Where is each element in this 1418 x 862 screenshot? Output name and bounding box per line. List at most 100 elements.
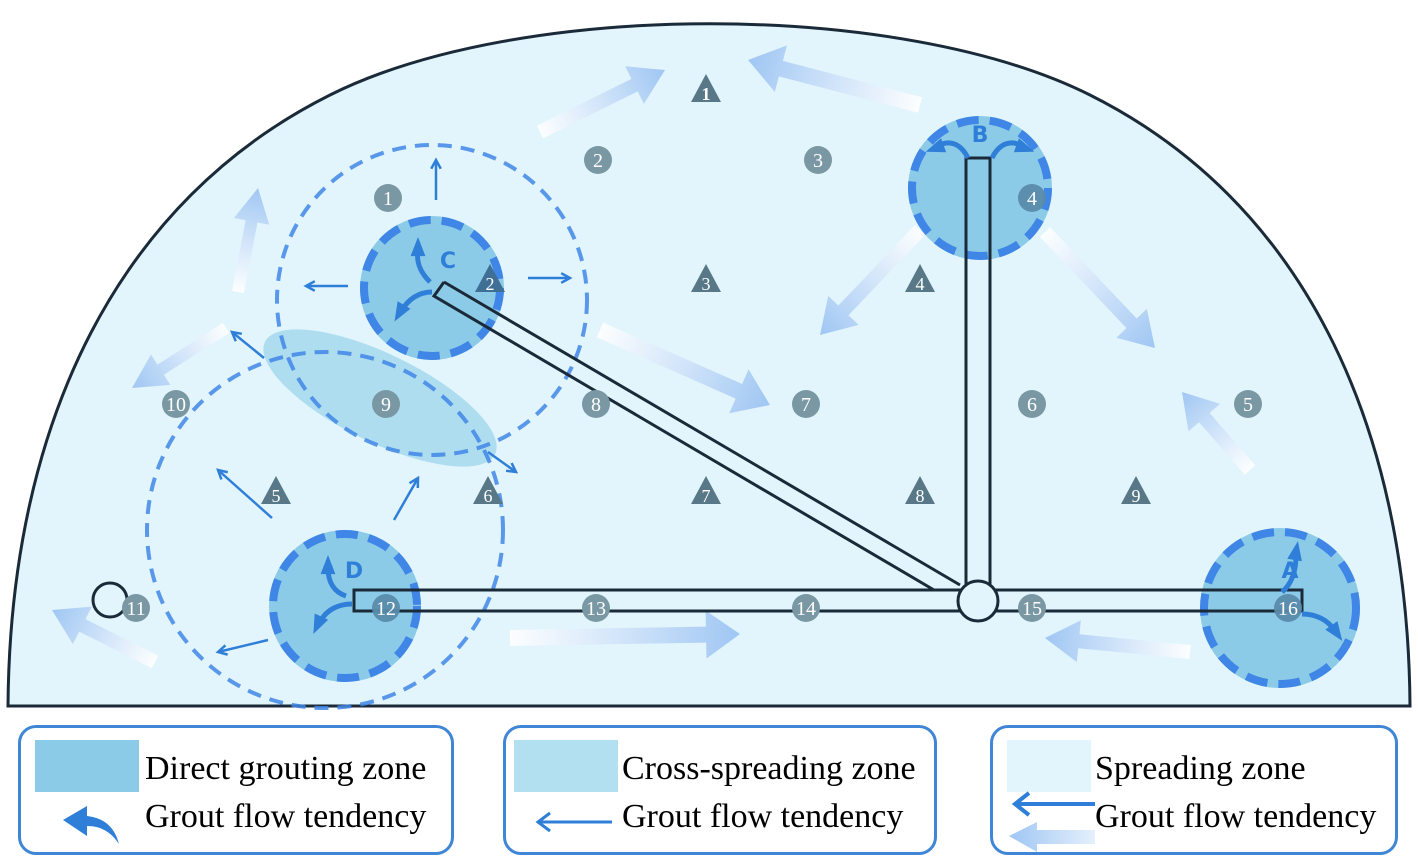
monitoring-point-circle: 8 [582,390,610,418]
thin-arrow-d-left [217,638,269,654]
curved-arrow-icon [63,806,119,844]
monitoring-point-circle: 3 [804,146,832,174]
flow-arrowhead [394,301,411,322]
legend-spreading-zone: Spreading zone Grout flow tendency [990,725,1398,855]
circle-marker [804,146,832,174]
triangle-marker-label: 9 [1132,486,1141,506]
soft-arrow-shape [1182,392,1256,475]
spreading-zone-label: Spreading zone [1095,750,1306,787]
soft-arrow-shape [1045,620,1191,663]
monitoring-point-triangle: 5 [261,476,291,506]
soft-arrow-shape [509,610,741,659]
legend-cross-zone: Cross-spreading zone Grout flow tendency [503,725,937,855]
monitoring-point-circle: 5 [1234,390,1262,418]
soft-arrow-shape [232,187,270,294]
influence-circle-d [145,350,505,710]
circle-marker-label: 15 [1022,598,1042,620]
circle-marker [1018,594,1046,622]
thin-arrow-icon [535,811,612,833]
legend-direct-zone: Direct grouting zone Grout flow tendency [18,725,454,855]
monitoring-point-triangle: 8 [905,476,935,506]
triangle-marker-label: 7 [702,486,711,506]
triangle-marker [905,264,935,292]
soft-arrow-shape [748,45,923,113]
circle-marker-label: 9 [381,394,391,416]
soft-arrow-to-7 [596,322,770,414]
triangle-marker-label: 8 [916,486,925,506]
triangle-marker [261,476,291,504]
double-arrow-icon [1009,791,1095,852]
circle-marker [374,184,402,212]
circle-marker-label: 7 [801,394,811,416]
flow-arrowhead [410,237,426,257]
circle-marker [584,146,612,174]
influence-circle-c [275,143,589,457]
triangle-marker [475,264,505,292]
direct-zone-label: Direct grouting zone [145,750,427,787]
thin-arrow-c-up-head [430,157,442,170]
triangle-marker [1121,476,1151,504]
monitoring-point-circle: 11 [122,594,150,622]
monitoring-point-circle: 6 [1018,390,1046,418]
circle-marker-label: 1 [383,188,393,210]
soft-arrow-left-up [232,187,270,294]
flow-arrowhead [313,613,329,634]
monitoring-point-circle: 13 [582,594,610,622]
pipe-junction [956,579,1000,623]
flow-arrowhead [1013,138,1035,153]
soft-arrow-b-down-right [1039,227,1155,348]
soft-arrow-shape [51,606,159,669]
soft-arrow-left-down [131,322,230,389]
circle-marker-label: 3 [813,150,823,172]
thin-arrow-d-upright-head [408,475,420,489]
monitoring-point-triangle: 4 [905,264,935,294]
triangle-marker-label: 6 [484,486,493,506]
circle-marker-label: 2 [593,150,603,172]
circle-marker [1274,594,1302,622]
cross-zone-label: Cross-spreading zone [622,750,916,787]
hole-label-c: C [440,249,456,274]
dashed-boundary-b [908,116,1052,260]
monitoring-point-circle: 12 [372,594,400,622]
hole-label-d: D [345,559,363,584]
dashed-boundary-a [1200,528,1360,688]
monitoring-point-triangle: 2 [475,264,505,294]
monitoring-point-circle: 1 [374,184,402,212]
circle-marker-label: 5 [1243,394,1253,416]
triangle-marker [691,74,721,102]
circle-marker-label: 11 [126,598,145,620]
direct-flow-label: Grout flow tendency [145,798,427,835]
circle-marker-label: 4 [1027,188,1037,210]
monitoring-point-circle: 10 [162,390,190,418]
cross-zone-swatch [514,740,618,792]
circle-marker-label: 12 [376,598,396,620]
monitoring-point-circle: 16 [1274,594,1302,622]
circle-marker-label: 13 [586,598,606,620]
soft-arrow-a-to-15 [1045,620,1191,663]
circle-marker [1018,184,1046,212]
flow-arrowhead [320,555,336,575]
monitoring-point-triangle: 3 [691,264,721,294]
soft-arrow-b-down-left [820,225,926,336]
circle-marker-label: 10 [166,394,186,416]
triangle-marker-label: 3 [702,274,711,294]
triangle-marker-label: 2 [486,274,495,294]
triangle-marker-label: 1 [702,84,711,104]
circle-marker [122,594,150,622]
thin-arrow-cross-left [231,331,265,359]
cross-flow-label: Grout flow tendency [622,798,904,835]
thin-arrow-d-left-head [215,644,228,656]
monitoring-point-triangle: 7 [691,476,721,506]
monitoring-point-circle: 9 [372,390,400,418]
triangle-marker [691,264,721,292]
circle-marker [1018,390,1046,418]
circle-marker-label: 16 [1278,598,1298,620]
soft-arrow-to-11 [51,606,159,669]
circle-marker [792,390,820,418]
monitoring-point-circle: 4 [1018,184,1046,212]
monitoring-point-circle: 15 [1018,594,1046,622]
soft-arrow-shape [820,225,926,336]
flow-arrowhead [1287,541,1302,562]
spreading-zone-swatch [1007,740,1091,792]
tunnel-section [6,22,1412,708]
